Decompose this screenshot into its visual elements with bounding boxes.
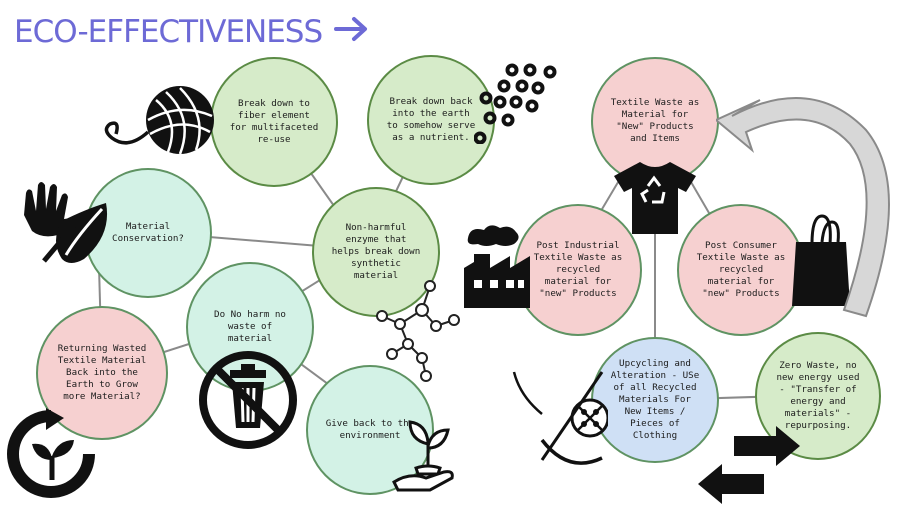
hands-leaf-icon — [14, 175, 114, 274]
node-conservation: Material Conservation? — [84, 168, 212, 298]
molecule-icon — [370, 272, 462, 388]
page-title: ECO-EFFECTIVENESS — [14, 10, 370, 54]
node-zero-waste-label: Zero Waste, no new energy used - "Transf… — [776, 360, 860, 431]
curved-arrow-icon — [714, 80, 906, 344]
recycle-tshirt-icon — [612, 158, 698, 240]
seeds-icon — [473, 62, 564, 148]
needle-button-icon — [508, 362, 610, 482]
node-textile-waste: Textile Waste as Material for "New" Prod… — [591, 57, 719, 185]
node-conservation-label: Material Conservation? — [112, 221, 184, 244]
node-give-back: Give back to the environment — [306, 365, 434, 495]
node-earth: Break down back into the earth to someho… — [367, 55, 495, 185]
node-post-industrial-label: Post Industrial Textile Waste as recycle… — [533, 240, 623, 299]
recycle-sprout-icon — [6, 408, 96, 504]
node-post-consumer-label: Post Consumer Textile Waste as recycled … — [696, 240, 786, 299]
title-text: ECO-EFFECTIVENESS — [14, 14, 323, 50]
arrow-right-icon — [334, 14, 370, 50]
node-no-harm-label: Do No harm no waste of material — [214, 309, 286, 344]
swap-arrows-icon — [694, 426, 804, 508]
node-upcycling-label: Upcycling and Alteration - USe of all Re… — [610, 358, 700, 441]
node-upcycling: Upcycling and Alteration - USe of all Re… — [591, 337, 719, 463]
node-returning-label: Returning Wasted Textile Material Back i… — [57, 343, 147, 402]
yarn-ball-icon — [98, 80, 228, 164]
node-fiber-label: Break down to fiber element for multifac… — [229, 98, 319, 145]
hand-plant-icon — [390, 412, 460, 500]
factory-icon — [460, 224, 536, 314]
node-fiber: Break down to fiber element for multifac… — [210, 57, 338, 187]
no-trash-icon — [196, 348, 300, 456]
node-give-back-label: Give back to the environment — [325, 418, 415, 441]
node-earth-label: Break down back into the earth to someho… — [386, 96, 476, 143]
node-enzyme-label: Non-harmful enzyme that helps break down… — [331, 222, 421, 281]
node-textile-waste-label: Textile Waste as Material for "New" Prod… — [610, 97, 700, 144]
shopping-bag-icon — [790, 212, 852, 312]
node-post-industrial: Post Industrial Textile Waste as recycle… — [514, 204, 642, 336]
node-post-consumer: Post Consumer Textile Waste as recycled … — [677, 204, 805, 336]
node-enzyme: Non-harmful enzyme that helps break down… — [312, 187, 440, 317]
